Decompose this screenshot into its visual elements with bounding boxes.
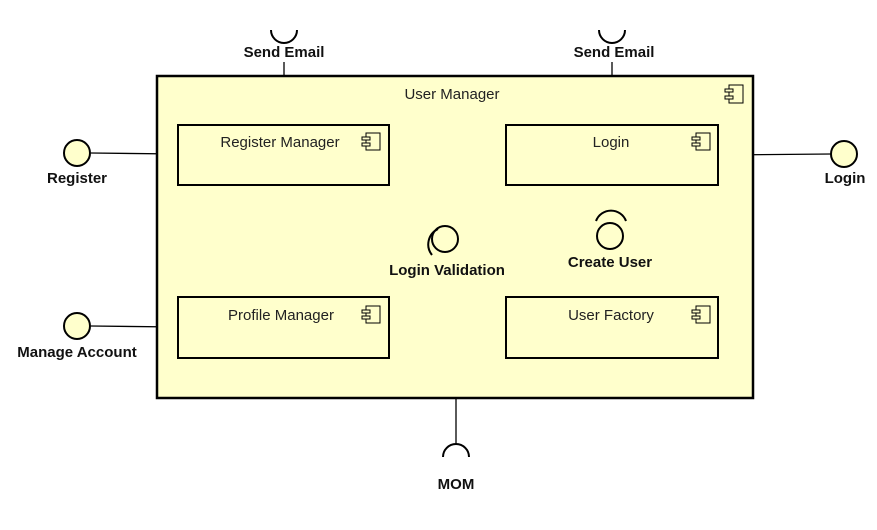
login-validation-interface-icon[interactable] (431, 225, 459, 253)
login-validation-socket-icon[interactable] (427, 228, 439, 256)
create-user-socket-icon[interactable] (595, 209, 627, 222)
component-icon (361, 132, 381, 151)
provided-interfaces (63, 139, 858, 340)
register-interface-icon[interactable] (63, 139, 91, 167)
component-icon (691, 305, 711, 324)
user-manager-title: User Manager (404, 86, 499, 103)
component-icon (361, 305, 381, 324)
manage-account-label: Manage Account (17, 344, 136, 361)
user-factory-title: User Factory (568, 307, 654, 324)
user-factory-component[interactable]: User Factory (505, 296, 719, 359)
send-email-right-label: Send Email (574, 44, 655, 61)
register-label: Register (47, 170, 107, 187)
create-user-label: Create User (568, 254, 652, 271)
user-factory-box (505, 296, 719, 359)
send-email-right-socket-icon[interactable] (598, 29, 626, 44)
required-interfaces (270, 29, 627, 458)
login-interface-icon[interactable] (830, 140, 858, 168)
profile-manager-box (177, 296, 390, 359)
login-title: Login (593, 134, 630, 151)
component-icon (691, 132, 711, 151)
send-email-left-label: Send Email (244, 44, 325, 61)
mom-socket-icon[interactable] (442, 443, 470, 458)
login-validation-label: Login Validation (389, 262, 505, 279)
send-email-left-socket-icon[interactable] (270, 29, 298, 44)
create-user-interface-icon[interactable] (596, 222, 624, 250)
mom-label: MOM (438, 476, 475, 493)
register-manager-box (177, 124, 390, 186)
manage-account-interface-icon[interactable] (63, 312, 91, 340)
profile-manager-title: Profile Manager (228, 307, 334, 324)
register-manager-component[interactable]: Register Manager (177, 124, 390, 186)
login-component[interactable]: Login (505, 124, 719, 186)
register-manager-title: Register Manager (220, 134, 339, 151)
profile-manager-component[interactable]: Profile Manager (177, 296, 390, 359)
component-icon (724, 84, 744, 104)
login-box (505, 124, 719, 186)
login-label: Login (825, 170, 866, 187)
